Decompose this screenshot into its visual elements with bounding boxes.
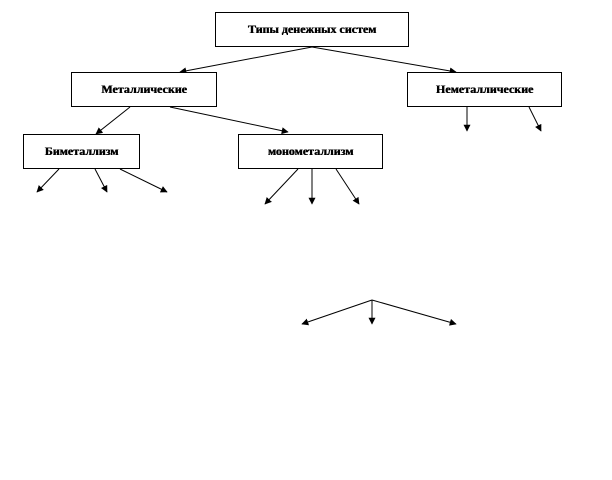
edge-fork-arrow-3: [371, 299, 457, 326]
node-bimetallism: Биметаллизм: [23, 134, 140, 169]
edge-root-to-nonmetal: [311, 46, 457, 75]
edge-metal-to-monom: [169, 106, 289, 135]
node-nonmetal: Неметаллические: [407, 72, 562, 107]
edge-nonmetal-arrow-2: [528, 106, 542, 132]
edge-monom-arrow-1: [264, 168, 299, 205]
node-monometallism: монометаллизм: [238, 134, 383, 169]
node-metal: Металлические: [71, 72, 217, 107]
edge-bimet-arrow-3: [119, 168, 168, 193]
edge-bimet-arrow-2: [94, 168, 108, 193]
edge-root-to-metal: [179, 46, 313, 75]
edge-monom-arrow-3: [335, 168, 360, 205]
node-root: Типы денежных систем: [215, 12, 409, 47]
edge-bimet-arrow-1: [36, 168, 60, 193]
edge-metal-to-bimet: [95, 106, 131, 135]
edge-fork-arrow-1: [301, 299, 373, 326]
